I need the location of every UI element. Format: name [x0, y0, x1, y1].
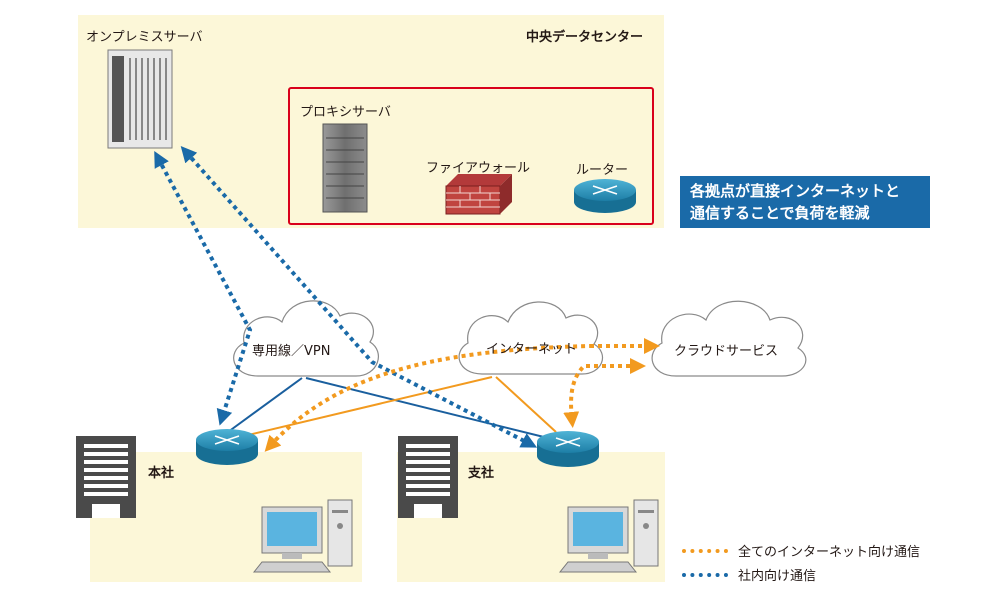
legend-orange-dotted-line: [682, 548, 728, 553]
internet-cloud-label: インターネット: [486, 342, 578, 357]
branch-router-icon: [537, 431, 599, 467]
firewall-label: ファイアウォール: [426, 161, 531, 176]
legend-internet-traffic: 全てのインターネット向け通信: [682, 541, 920, 560]
branch-pc-icon: [558, 499, 659, 573]
onprem-server-icon: [107, 49, 173, 149]
load-reduction-note: 各拠点が直接インターネットと 通信することで負荷を軽減: [680, 176, 930, 228]
cloud-service-label: クラウドサービス: [674, 344, 779, 359]
cloud-service-cloud: [651, 300, 807, 377]
vpn-cloud: [233, 300, 379, 377]
note-line-1: 各拠点が直接インターネットと: [690, 182, 901, 200]
legend-internal-traffic-label: 社内向け通信: [738, 569, 817, 584]
datacenter-title: 中央データセンター: [526, 30, 644, 45]
vpn-cloud-label: 専用線／VPN: [252, 344, 331, 359]
onprem-server-label: オンプレミスサーバ: [86, 30, 203, 45]
firewall-icon: [445, 174, 512, 215]
internet-traffic-flows: [264, 338, 660, 452]
router-label: ルーター: [576, 163, 629, 178]
legend-blue-dotted-line: [682, 572, 728, 577]
legend-internal-traffic: 社内向け通信: [682, 565, 816, 584]
head-office-pc-icon: [252, 499, 353, 573]
internal-traffic-flows: [154, 146, 538, 448]
legend-internet-traffic-label: 全てのインターネット向け通信: [738, 545, 921, 560]
branch-building-icon: [398, 436, 458, 518]
head-office-router-icon: [196, 429, 258, 465]
datacenter-router-icon: [574, 179, 636, 213]
proxy-server-icon: [322, 123, 368, 213]
head-office-building-icon: [76, 436, 136, 518]
proxy-server-label: プロキシサーバ: [300, 105, 391, 120]
head-office-label: 本社: [148, 466, 175, 481]
branch-label: 支社: [468, 466, 495, 481]
note-line-2: 通信することで負荷を軽減: [690, 204, 870, 222]
